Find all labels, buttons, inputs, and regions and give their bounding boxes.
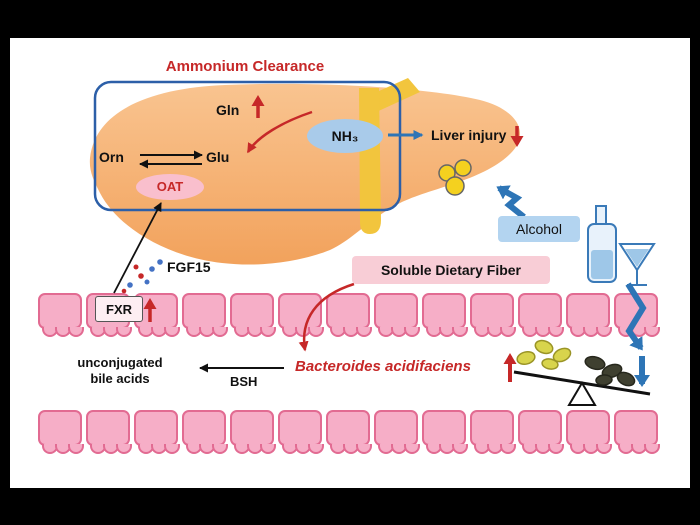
epithelium-row-2 <box>38 410 660 454</box>
nh3-ellipse <box>307 119 383 153</box>
epithelial-cell <box>566 410 612 454</box>
epithelial-cell <box>566 293 612 337</box>
microvilli-bump <box>404 327 420 337</box>
bacteroides-acidifaciens-label: Bacteroides acidifaciens <box>295 358 471 375</box>
fiber-to-bacteroides-arrow <box>298 282 355 352</box>
epithelial-cell <box>38 410 84 454</box>
epithelial-cell <box>38 293 84 337</box>
microvilli-bump <box>500 327 516 337</box>
microvilli-bump <box>116 444 132 454</box>
fxr-label: FXR <box>106 301 132 317</box>
epithelial-cell <box>470 410 516 454</box>
microvilli-bump <box>260 444 276 454</box>
microvilli-bump <box>260 327 276 337</box>
epithelial-cell <box>230 293 276 337</box>
alcohol-bolt-icon <box>496 185 526 220</box>
microvilli-bump <box>68 444 84 454</box>
harmful-bacteria-icon <box>584 355 636 387</box>
epithelial-cell <box>86 410 132 454</box>
wine-glass-icon <box>618 243 656 286</box>
beneficial-bacteria-icon <box>516 339 572 370</box>
bottle-icon <box>587 205 617 283</box>
epithelial-cell <box>278 410 324 454</box>
microvilli-bump <box>68 327 84 337</box>
lipid-droplets-icon <box>438 159 472 196</box>
epithelial-cell <box>182 293 228 337</box>
microvilli-bump <box>644 444 660 454</box>
microvilli-bump <box>356 444 372 454</box>
ammonium-clearance-title: Ammonium Clearance <box>165 58 325 75</box>
microvilli-bump <box>308 327 324 337</box>
microvilli-bump <box>212 444 228 454</box>
epithelial-cell <box>422 410 468 454</box>
microvilli-bump <box>452 327 468 337</box>
orn-label: Orn <box>99 149 124 165</box>
fxr-box: FXR <box>95 296 143 322</box>
downward-bolt-icon <box>625 282 647 351</box>
gln-label: Gln <box>216 102 240 118</box>
oat-ellipse <box>136 174 204 200</box>
unconjugated-line2: bile acids <box>90 371 150 387</box>
alcohol-box: Alcohol <box>498 216 580 242</box>
glu-label: Glu <box>206 149 230 165</box>
epithelial-cell <box>614 410 660 454</box>
fxr-to-oat-arrow <box>113 202 162 294</box>
epithelial-cell <box>518 410 564 454</box>
unconjugated-bile-acids-label: unconjugated bile acids <box>50 355 190 388</box>
soluble-dietary-fiber-box: Soluble Dietary Fiber <box>352 256 550 284</box>
microvilli-bump <box>404 444 420 454</box>
microvilli-bump <box>356 327 372 337</box>
epithelial-cell <box>374 293 420 337</box>
epithelial-cell <box>374 410 420 454</box>
hepatic-vessel-icon <box>359 88 381 234</box>
liver-injury-label: Liver injury <box>431 127 507 143</box>
epithelial-cell <box>230 410 276 454</box>
nh3-to-glu-arrow <box>246 110 313 154</box>
microvilli-bump <box>548 327 564 337</box>
nh3-label: NH₃ <box>331 128 359 144</box>
epithelial-cell <box>278 293 324 337</box>
fgf15-dots <box>121 259 163 294</box>
epithelial-cell <box>470 293 516 337</box>
fgf15-label: FGF15 <box>167 259 211 275</box>
soluble-dietary-fiber-label: Soluble Dietary Fiber <box>380 262 522 278</box>
microvilli-bump <box>116 327 132 337</box>
microvilli-bump <box>548 444 564 454</box>
ammonium-clearance-box <box>93 80 402 212</box>
microvilli-bump <box>164 327 180 337</box>
microvilli-bump <box>212 327 228 337</box>
microvilli-bump <box>644 327 660 337</box>
oat-label: OAT <box>156 179 184 194</box>
epithelial-cell <box>326 410 372 454</box>
diagram-canvas: Ammonium Clearance Gln Orn Glu OAT NH₃ L… <box>10 38 690 488</box>
microvilli-bump <box>596 327 612 337</box>
microvilli-bump <box>164 444 180 454</box>
alcohol-label: Alcohol <box>516 221 562 237</box>
epithelial-cell <box>134 410 180 454</box>
epithelial-cell <box>326 293 372 337</box>
unconjugated-line1: unconjugated <box>77 355 163 370</box>
epithelial-cell <box>518 293 564 337</box>
microvilli-bump <box>452 444 468 454</box>
epithelial-cell <box>134 293 180 337</box>
epithelial-cell <box>182 410 228 454</box>
liver-shape <box>89 83 521 265</box>
bsh-label: BSH <box>230 374 258 389</box>
epithelial-cell <box>422 293 468 337</box>
diagram-artwork <box>89 78 656 406</box>
microvilli-bump <box>308 444 324 454</box>
microvilli-bump <box>500 444 516 454</box>
microvilli-bump <box>596 444 612 454</box>
seesaw-fulcrum <box>567 381 597 406</box>
